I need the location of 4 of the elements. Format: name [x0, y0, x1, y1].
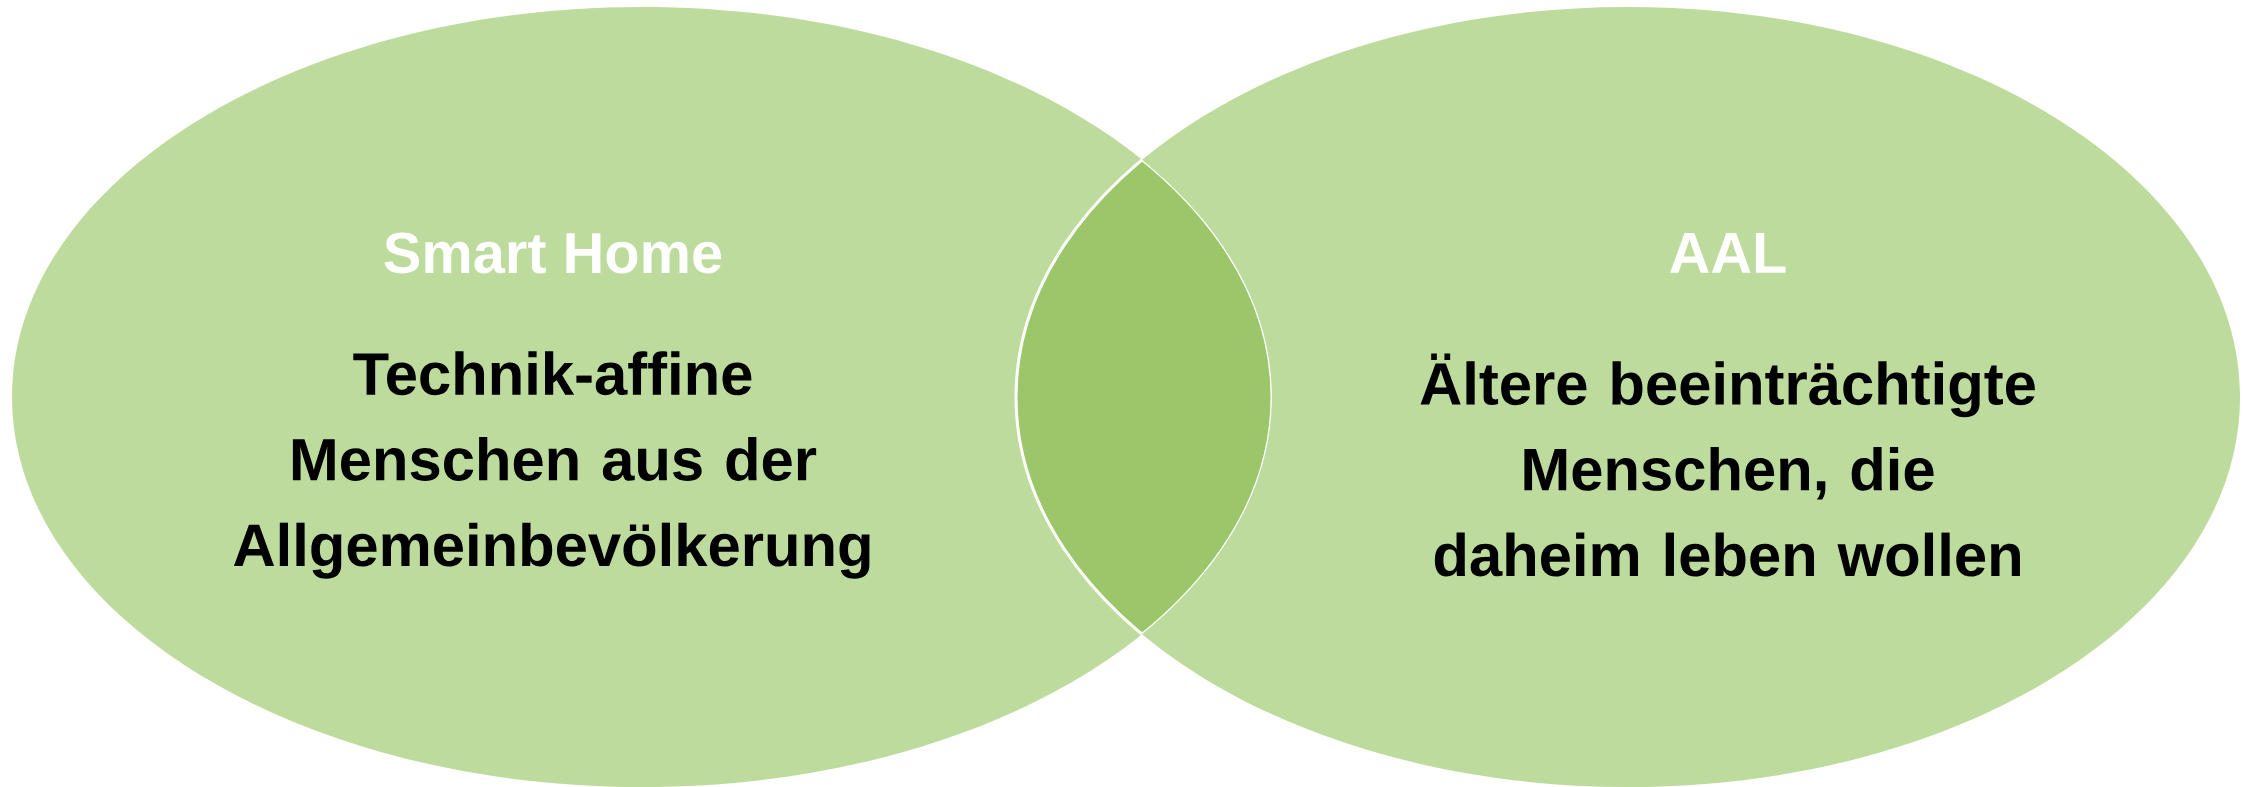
heading: AAL: [1670, 233, 1786, 273]
heading: Smart Home: [384, 232, 722, 274]
description: Ältere beeinträchtigte Menschen, die daheim leben wollen: [1420, 353, 2035, 577]
description: Technik-affine Menschen aus der Allgemeinbevölkerung: [233, 351, 870, 579]
